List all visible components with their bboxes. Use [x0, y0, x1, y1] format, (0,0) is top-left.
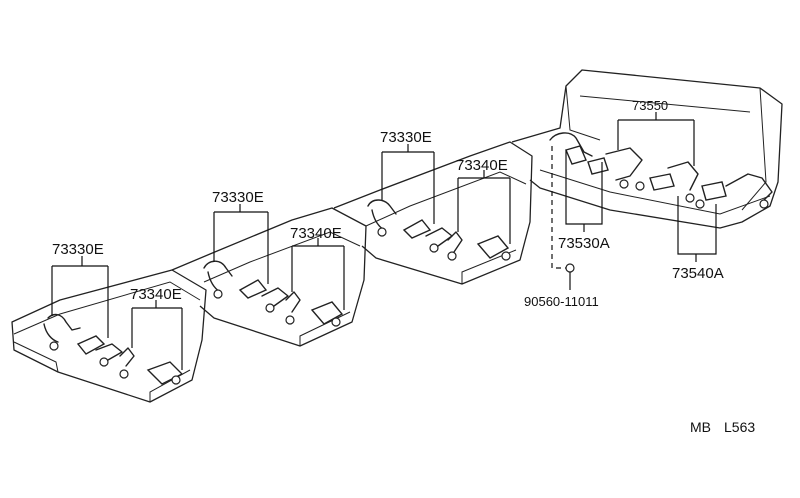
- callout-seat1-retractor: 73330E: [52, 241, 104, 258]
- rear-belts: [549, 132, 773, 209]
- callout-seat1-buckle: 73340E: [130, 286, 182, 303]
- figure-code-prefix: MB: [690, 419, 711, 435]
- seat-3: [333, 141, 533, 285]
- callout-rear-right: 73540A: [672, 265, 724, 282]
- callout-bolt: 90560-11011: [524, 294, 599, 309]
- callout-seat3-retractor: 73330E: [380, 129, 432, 146]
- seat-3-belts: [367, 199, 511, 261]
- leader-lines: [51, 112, 717, 370]
- callout-seat2-buckle: 73340E: [290, 225, 342, 242]
- figure-code-number: L563: [724, 419, 755, 435]
- seat-2-belts: [203, 260, 344, 327]
- seat-1: [11, 269, 207, 403]
- callout-seat2-retractor: 73330E: [212, 189, 264, 206]
- callout-seat3-buckle: 73340E: [456, 157, 508, 174]
- callout-rear-upper: 73550: [632, 98, 668, 113]
- rear-seat: [511, 69, 783, 229]
- callout-rear-left: 73530A: [558, 235, 610, 252]
- seat-1-belts: [43, 313, 184, 385]
